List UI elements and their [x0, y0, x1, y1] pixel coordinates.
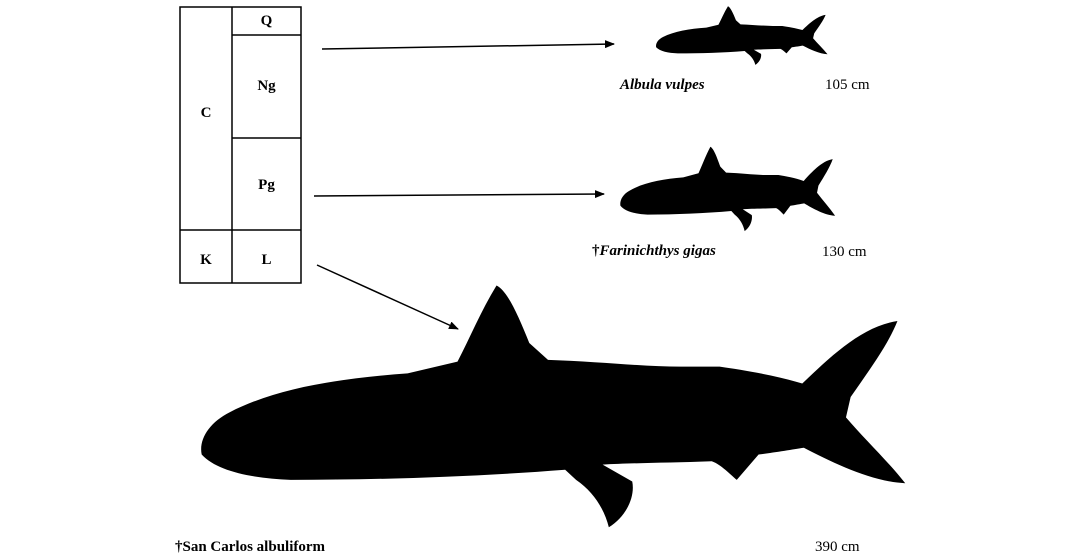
- albula-vulpes-size: 105 cm: [825, 77, 870, 93]
- farinichthys-gigas-silhouette: [620, 146, 836, 232]
- san-carlos-albuliform-silhouette: [201, 285, 906, 528]
- quaternary-label: Q: [260, 13, 273, 29]
- arrow-neogene-to-albula: [321, 40, 615, 50]
- arrow-late-cretaceous-to-san-carlos: [316, 264, 459, 330]
- albula-vulpes-name: Albula vulpes: [620, 77, 705, 93]
- time-scale-table: [179, 6, 302, 284]
- extinct-dagger: †: [592, 243, 600, 259]
- farinichthys-gigas-name: †Farinichthys gigas: [592, 244, 716, 259]
- san-carlos-albuliform-size: 390 cm: [815, 539, 860, 555]
- farinichthys-gigas-name-text: Farinichthys gigas: [599, 243, 716, 259]
- table-outer-border: [179, 6, 302, 284]
- neogene-label: Ng: [257, 78, 276, 94]
- arrow-paleogene-to-farinichthys: [313, 190, 605, 199]
- cenozoic-label: C: [200, 105, 212, 121]
- late-cretaceous-label: L: [261, 252, 272, 268]
- san-carlos-albuliform-name: †San Carlos albuliform: [175, 539, 326, 555]
- fish-silhouettes: [201, 6, 906, 528]
- cretaceous-label: K: [200, 252, 212, 268]
- albula-vulpes-silhouette: [656, 6, 828, 65]
- farinichthys-gigas-size: 130 cm: [822, 244, 867, 260]
- arrows: [313, 40, 615, 330]
- paleogene-label: Pg: [258, 177, 275, 193]
